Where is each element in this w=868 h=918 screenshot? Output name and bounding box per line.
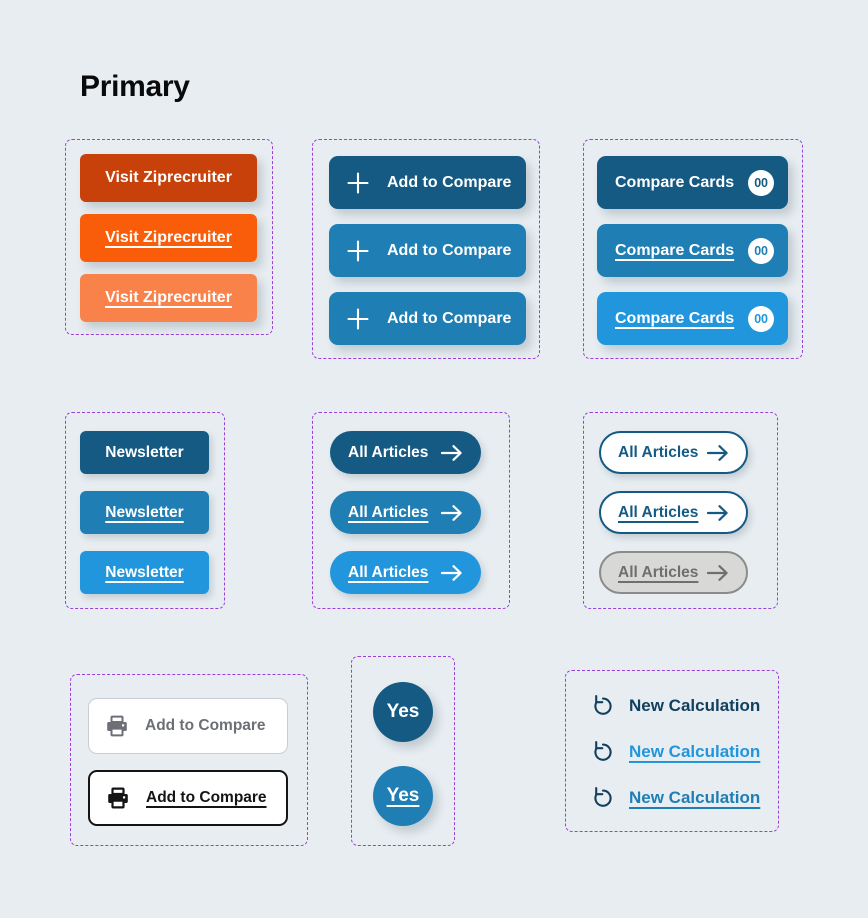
add-to-compare-button-hover[interactable]: Add to Compare [329, 224, 526, 277]
plus-icon [347, 307, 369, 330]
compare-cards-label: Compare Cards [615, 309, 735, 327]
print-add-to-compare-label: Add to Compare [146, 789, 267, 806]
printer-icon [105, 715, 129, 737]
compare-count-badge: 00 [748, 305, 774, 332]
all-articles-outline-button-hover[interactable]: All Articles [599, 491, 748, 534]
visit-ziprecruiter-button-active[interactable]: Visit Ziprecruiter [80, 274, 257, 322]
add-to-compare-label: Add to Compare [387, 173, 512, 191]
compare-cards-label: Compare Cards [615, 173, 735, 191]
new-calculation-label: New Calculation [629, 742, 761, 761]
all-articles-label: All Articles [348, 563, 429, 581]
visit-ziprecruiter-button-default[interactable]: Visit Ziprecruiter [80, 154, 257, 202]
compare-count-badge: 00 [748, 169, 774, 196]
new-calculation-link-active[interactable]: New Calculation [585, 784, 766, 812]
add-to-compare-label: Add to Compare [387, 309, 512, 327]
yes-label: Yes [386, 785, 420, 806]
arrow-right-icon [441, 444, 463, 462]
all-articles-button-active[interactable]: All Articles [330, 551, 481, 594]
compare-cards-button-active[interactable]: Compare Cards 00 [597, 292, 788, 345]
yes-label: Yes [386, 701, 420, 722]
add-to-compare-button-default[interactable]: Add to Compare [329, 156, 526, 209]
yes-button-hover[interactable]: Yes [373, 766, 433, 826]
arrow-right-icon [707, 564, 729, 582]
all-articles-outline-group-outline [583, 412, 778, 609]
print-add-to-compare-button-default[interactable]: Add to Compare [88, 698, 288, 754]
visit-ziprecruiter-label: Visit Ziprecruiter [105, 169, 232, 186]
all-articles-label: All Articles [618, 563, 699, 581]
add-to-compare-group-outline [312, 139, 540, 359]
yes-button-default[interactable]: Yes [373, 682, 433, 742]
all-articles-outline-button-disabled: All Articles [599, 551, 748, 594]
visit-ziprecruiter-label: Visit Ziprecruiter [105, 229, 232, 246]
new-calculation-link-default[interactable]: New Calculation [585, 692, 766, 720]
reset-icon [591, 786, 615, 810]
add-to-compare-label: Add to Compare [387, 241, 512, 259]
compare-count-badge: 00 [748, 237, 774, 264]
newsletter-group-outline [65, 412, 225, 609]
add-to-compare-button-active[interactable]: Add to Compare [329, 292, 526, 345]
all-articles-filled-group-outline [312, 412, 510, 609]
all-articles-label: All Articles [348, 503, 429, 521]
new-calculation-link-hover[interactable]: New Calculation [585, 738, 766, 766]
all-articles-label: All Articles [618, 503, 699, 521]
arrow-right-icon [441, 564, 463, 582]
new-calculation-label: New Calculation [629, 788, 761, 807]
newsletter-label: Newsletter [105, 563, 184, 581]
newsletter-label: Newsletter [105, 503, 184, 521]
print-add-to-compare-button-hover[interactable]: Add to Compare [88, 770, 288, 826]
yes-circle-group-outline [351, 656, 455, 846]
newsletter-button-active[interactable]: Newsletter [80, 551, 209, 594]
print-add-to-compare-group-outline [70, 674, 308, 846]
arrow-right-icon [707, 504, 729, 522]
visit-ziprecruiter-label: Visit Ziprecruiter [105, 289, 232, 306]
arrow-right-icon [707, 444, 729, 462]
visit-ziprecruiter-group-outline [65, 139, 273, 335]
plus-icon [347, 239, 369, 262]
all-articles-label: All Articles [618, 443, 699, 461]
compare-cards-button-hover[interactable]: Compare Cards 00 [597, 224, 788, 277]
plus-icon [347, 171, 369, 194]
all-articles-label: All Articles [348, 443, 429, 461]
new-calculation-label: New Calculation [629, 696, 761, 715]
arrow-right-icon [441, 504, 463, 522]
newsletter-button-hover[interactable]: Newsletter [80, 491, 209, 534]
compare-cards-group-outline [583, 139, 803, 359]
newsletter-label: Newsletter [105, 443, 184, 461]
visit-ziprecruiter-button-hover[interactable]: Visit Ziprecruiter [80, 214, 257, 262]
print-add-to-compare-label: Add to Compare [145, 717, 266, 734]
page-title: Primary [80, 70, 190, 103]
compare-cards-label: Compare Cards [615, 241, 735, 259]
new-calculation-group-outline [565, 670, 779, 832]
all-articles-button-hover[interactable]: All Articles [330, 491, 481, 534]
reset-icon [591, 694, 615, 718]
compare-cards-button-default[interactable]: Compare Cards 00 [597, 156, 788, 209]
reset-icon [591, 740, 615, 764]
all-articles-button-default[interactable]: All Articles [330, 431, 481, 474]
printer-icon [106, 787, 130, 809]
newsletter-button-default[interactable]: Newsletter [80, 431, 209, 474]
all-articles-outline-button-default[interactable]: All Articles [599, 431, 748, 474]
